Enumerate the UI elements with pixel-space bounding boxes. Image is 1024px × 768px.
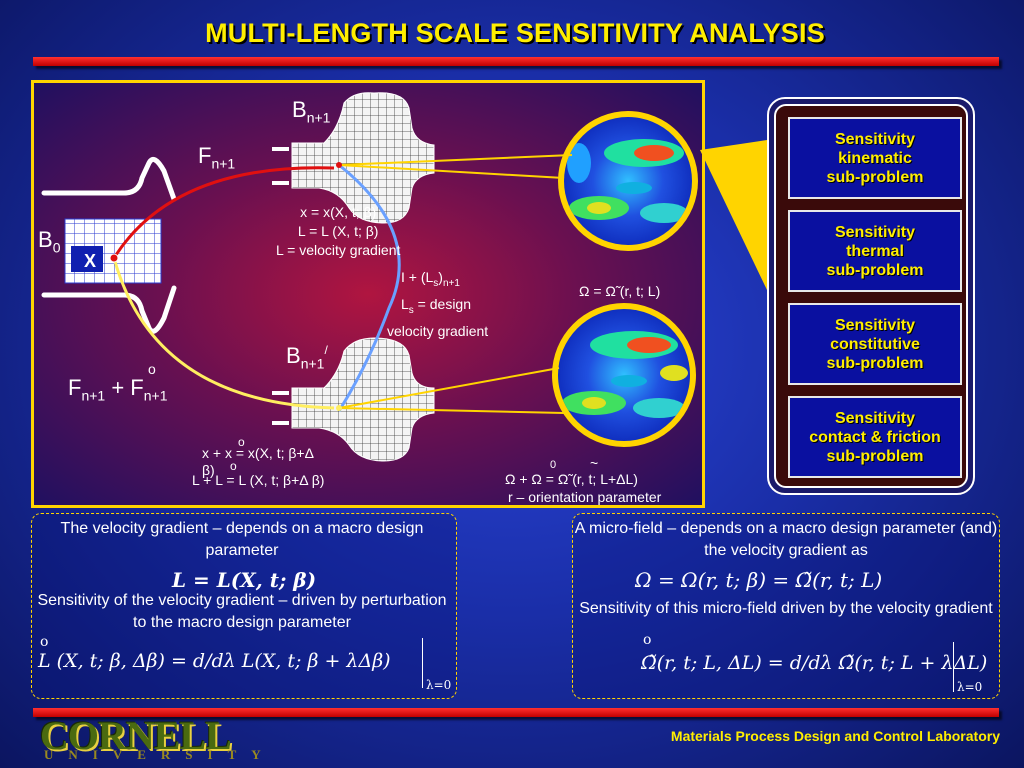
deformation-gradient-label: Fn+1 [198,143,236,172]
velocity-gradient-box: The velocity gradient – depends on a mac… [31,513,457,699]
deformed-mesh-bottom [291,337,435,462]
material-point-label: X [84,251,97,271]
diagram-graphics [41,92,698,462]
evaluation-point-label: λ=0 [957,680,983,694]
material-point-box [71,246,103,272]
evaluation-point-label: λ=0 [426,678,452,692]
lab-name: Materials Process Design and Control Lab… [670,728,1000,744]
title-underline-bar [33,57,999,66]
velocity-gradient-sensitivity-equation: L (X, t; β, Δβ) = d/dλ L(X, t; β + λΔβ) [38,650,391,672]
microstructure-top [558,111,698,251]
sensitivity-o-mark: o [643,632,652,648]
config-bn1-label: Bn+1 [292,97,331,126]
evaluation-bar [422,638,423,688]
sensitivity-subproblems-panel: Sensitivity kinematic sub-problem Sensit… [767,97,975,495]
orientation-parameter-text: r – orientation parameter [508,489,662,505]
kinematic-equations-top: x = x(X, t; β) L = L (X, t; β) L = veloc… [276,204,401,258]
evaluation-bar [953,642,954,692]
mapping-curve-yellow [112,257,335,410]
velocity-gradient-sensitivity-description: Sensitivity of the velocity gradient – d… [37,592,447,631]
cornell-logo: CORNELL [40,713,232,758]
sensitivity-kinematic-box: Sensitivity kinematic sub-problem [788,117,962,199]
o-mark-x: o [238,435,245,449]
micro-field-equation: Ω = Ω(r, t; β) = Ω̃(r, t; L) [635,568,883,592]
sensitivity-constitutive-box: Sensitivity constitutive sub-problem [788,303,962,385]
sensitivity-contact-friction-box: Sensitivity contact & friction sub-probl… [788,396,962,478]
sensitivity-o-mark: o [40,634,49,650]
velocity-gradient-description: The velocity gradient – depends on a mac… [60,520,424,559]
perturbed-deformation-gradient-label: Fn+1 + Fn+1 [68,375,168,404]
micro-field-sensitivity-description: Sensitivity of this micro-field driven b… [579,600,993,617]
mapping-curve-red [112,166,335,259]
micro-field-equation-bottom: Ω + Ω = Ω̃ (r, t; L+ΔL) [505,471,638,487]
o-mark-l: o [230,459,237,473]
config-bn1-prime-label: Bn+1/ [286,343,328,372]
mapping-curve-blue [337,163,401,412]
micro-field-equation-top: Ω = Ω̃ (r, t; L) [579,283,661,299]
tilde-mark-omega: ~ [590,455,599,471]
config-b0-label: B0 [38,227,61,256]
footer-bar [33,708,999,717]
diagram-panel: X B0 Bn+1 Bn+1/ Fn+1 Fn+1 + Fn+1 o x = x… [31,80,705,508]
perturbed-velocity-gradient-equation: L + L = L (X, t; β+Δ β) [192,472,325,488]
cornell-university-wordmark: UNIVERSITY [44,747,276,762]
micro-field-box: A micro-field – depends on a macro desig… [572,513,1000,699]
velocity-gradient-equation: L = L(X, t; β) [172,568,317,592]
callout-wedge [700,140,767,290]
sensitivity-o-mark: o [148,361,156,377]
die-profile-b0 [41,156,177,334]
design-velocity-gradient-text: I + (Ls)n+1 Ls = design velocity gradien… [387,269,489,339]
page-title: MULTI-LENGTH SCALE SENSITIVITY ANALYSIS [205,18,825,48]
micro-field-description: A micro-field – depends on a macro desig… [574,520,998,559]
sensitivity-thermal-box: Sensitivity thermal sub-problem [788,210,962,292]
microstructure-bottom [552,303,696,447]
zero-mark-omega: 0 [550,459,557,471]
micro-field-sensitivity-equation: Ω̃(r, t; L, ΔL) = d/dλ Ω̃(r, t; L + λΔL) [641,652,988,674]
kinematic-equations-bottom: x + x = x(X, t; β+Δ β) [202,445,314,478]
deformed-mesh-top [291,92,435,224]
